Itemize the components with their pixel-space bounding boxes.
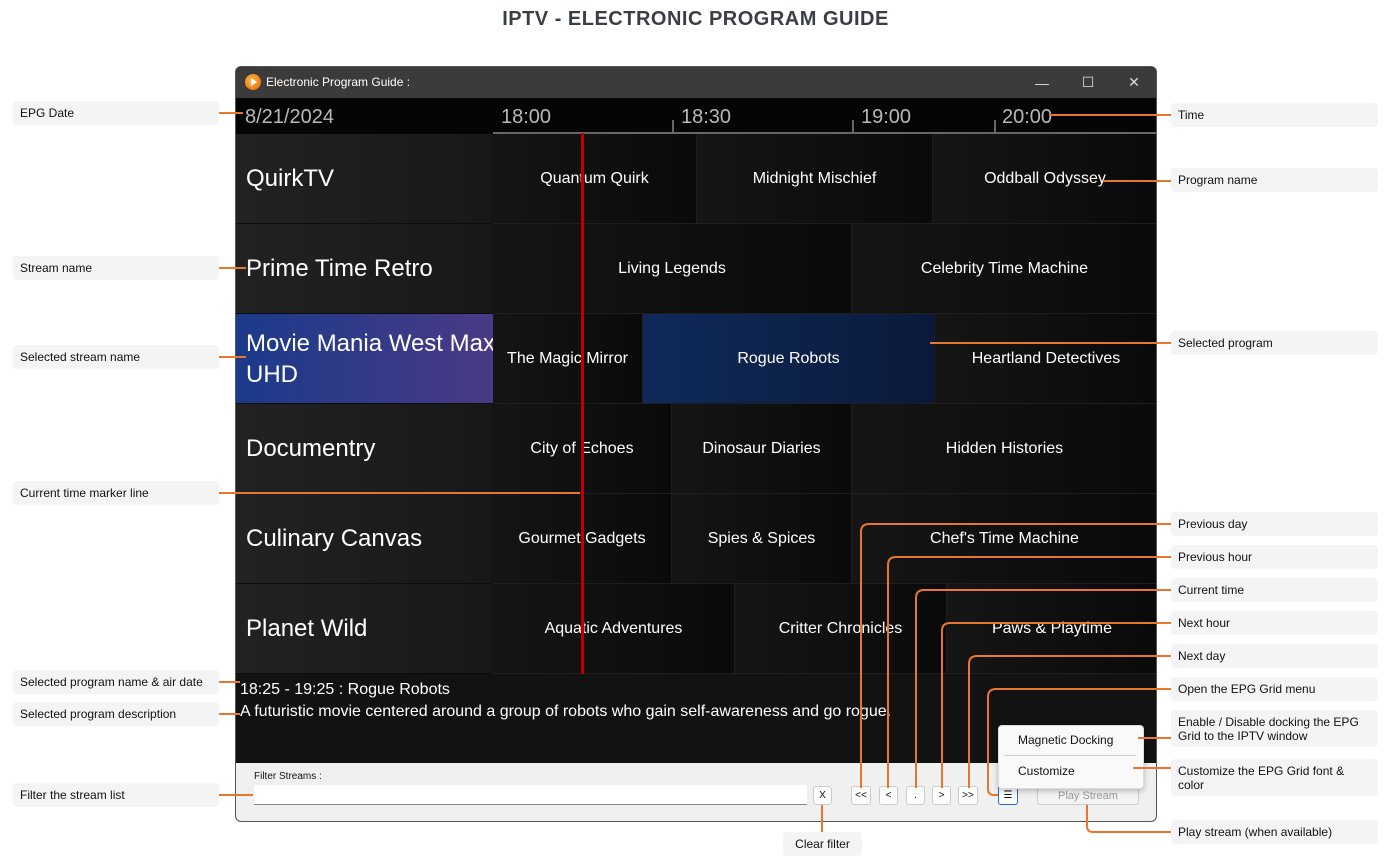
- stream-name[interactable]: Documentry: [236, 404, 492, 494]
- program-cell[interactable]: Celebrity Time Machine: [852, 224, 1156, 314]
- annotation-clear-filter: Clear filter: [783, 832, 862, 856]
- stream-name[interactable]: Culinary Canvas: [236, 494, 492, 584]
- program-cell[interactable]: Critter Chronicles: [735, 584, 947, 674]
- app-play-icon: [245, 74, 261, 90]
- annotation-customize: Customize the EPG Grid font & color: [1171, 759, 1378, 796]
- annotation-play: Play stream (when available): [1171, 820, 1378, 844]
- current-time-marker: [581, 133, 584, 674]
- menu-item-magnetic-docking[interactable]: Magnetic Docking: [1018, 733, 1114, 747]
- annotation-next-hour: Next hour: [1171, 611, 1378, 635]
- stream-name[interactable]: Planet Wild: [236, 584, 492, 674]
- program-cell[interactable]: Quantum Quirk: [493, 134, 697, 224]
- epg-grid-menu: Magnetic Docking Customize: [998, 725, 1144, 789]
- program-cell[interactable]: The Magic Mirror: [493, 314, 643, 404]
- selected-program-heading: 18:25 - 19:25 : Rogue Robots: [240, 681, 450, 698]
- annotation-selected-stream: Selected stream name: [13, 345, 219, 369]
- annotation-filter: Filter the stream list: [13, 783, 219, 807]
- next-day-button[interactable]: >>: [958, 786, 978, 805]
- annotation-current-time: Current time: [1171, 578, 1378, 602]
- next-hour-button[interactable]: >: [932, 786, 951, 805]
- annotation-selected-name-date: Selected program name & air date: [13, 670, 219, 694]
- annotation-prev-hour: Previous hour: [1171, 545, 1378, 569]
- program-cell[interactable]: Spies & Spices: [672, 494, 852, 584]
- epg-window: Electronic Program Guide : — ☐ ✕ 8/21/20…: [235, 66, 1157, 822]
- annotation-open-menu: Open the EPG Grid menu: [1171, 677, 1378, 701]
- program-cell[interactable]: Living Legends: [493, 224, 852, 314]
- annotation-epg-date: EPG Date: [13, 101, 219, 125]
- previous-hour-button[interactable]: <: [879, 786, 898, 805]
- epg-date: 8/21/2024: [245, 106, 334, 128]
- time-label: 20:00: [1002, 106, 1053, 128]
- filter-input[interactable]: [254, 785, 807, 805]
- program-cell[interactable]: Aquatic Adventures: [493, 584, 735, 674]
- close-button[interactable]: ✕: [1128, 74, 1140, 90]
- program-info: 18:25 - 19:25 : Rogue Robots A futuristi…: [240, 679, 891, 723]
- time-label: 19:00: [861, 106, 912, 128]
- selected-program-description: A futuristic movie centered around a gro…: [240, 703, 892, 720]
- stream-name[interactable]: QuirkTV: [236, 134, 492, 224]
- program-cell[interactable]: Hidden Histories: [852, 404, 1156, 494]
- annotation-selected-desc: Selected program description: [13, 702, 219, 726]
- annotation-prev-day: Previous day: [1171, 512, 1378, 536]
- menu-item-customize[interactable]: Customize: [1018, 764, 1075, 778]
- program-cell[interactable]: Chef's Time Machine: [852, 494, 1156, 584]
- time-label: 18:30: [681, 106, 732, 128]
- program-cell[interactable]: Dinosaur Diaries: [672, 404, 852, 494]
- annotation-program-name: Program name: [1171, 168, 1378, 192]
- time-label: 18:00: [501, 106, 552, 128]
- window-title: Electronic Program Guide :: [266, 75, 411, 89]
- program-cell[interactable]: Heartland Detectives: [935, 314, 1156, 404]
- annotation-docking: Enable / Disable docking the EPG Grid to…: [1171, 710, 1378, 747]
- annotation-next-day: Next day: [1171, 644, 1378, 668]
- selected-program-cell[interactable]: Rogue Robots: [643, 314, 935, 404]
- annotation-time: Time: [1171, 103, 1378, 127]
- annotation-time-marker: Current time marker line: [13, 481, 219, 505]
- program-cell[interactable]: Paws & Playtime: [947, 584, 1156, 674]
- annotation-selected-program: Selected program: [1171, 331, 1378, 355]
- previous-day-button[interactable]: <<: [851, 786, 871, 805]
- selected-stream-name[interactable]: Movie Mania West Max UHD: [236, 314, 496, 404]
- minimize-button[interactable]: —: [1035, 74, 1049, 91]
- stream-name[interactable]: Prime Time Retro: [236, 224, 492, 314]
- program-cell[interactable]: Midnight Mischief: [697, 134, 933, 224]
- diagram-title: IPTV - ELECTRONIC PROGRAM GUIDE: [502, 8, 889, 30]
- title-bar: Electronic Program Guide : — ☐ ✕: [236, 67, 1156, 98]
- time-header: 8/21/2024 18:00 18:30 19:00 20:00: [236, 98, 1156, 134]
- clear-filter-button[interactable]: X: [813, 786, 832, 805]
- maximize-button[interactable]: ☐: [1081, 74, 1095, 90]
- program-cell[interactable]: Oddball Odyssey: [933, 134, 1156, 224]
- annotation-stream-name: Stream name: [13, 256, 219, 280]
- current-time-button[interactable]: .: [906, 786, 925, 805]
- filter-label: Filter Streams :: [254, 771, 322, 782]
